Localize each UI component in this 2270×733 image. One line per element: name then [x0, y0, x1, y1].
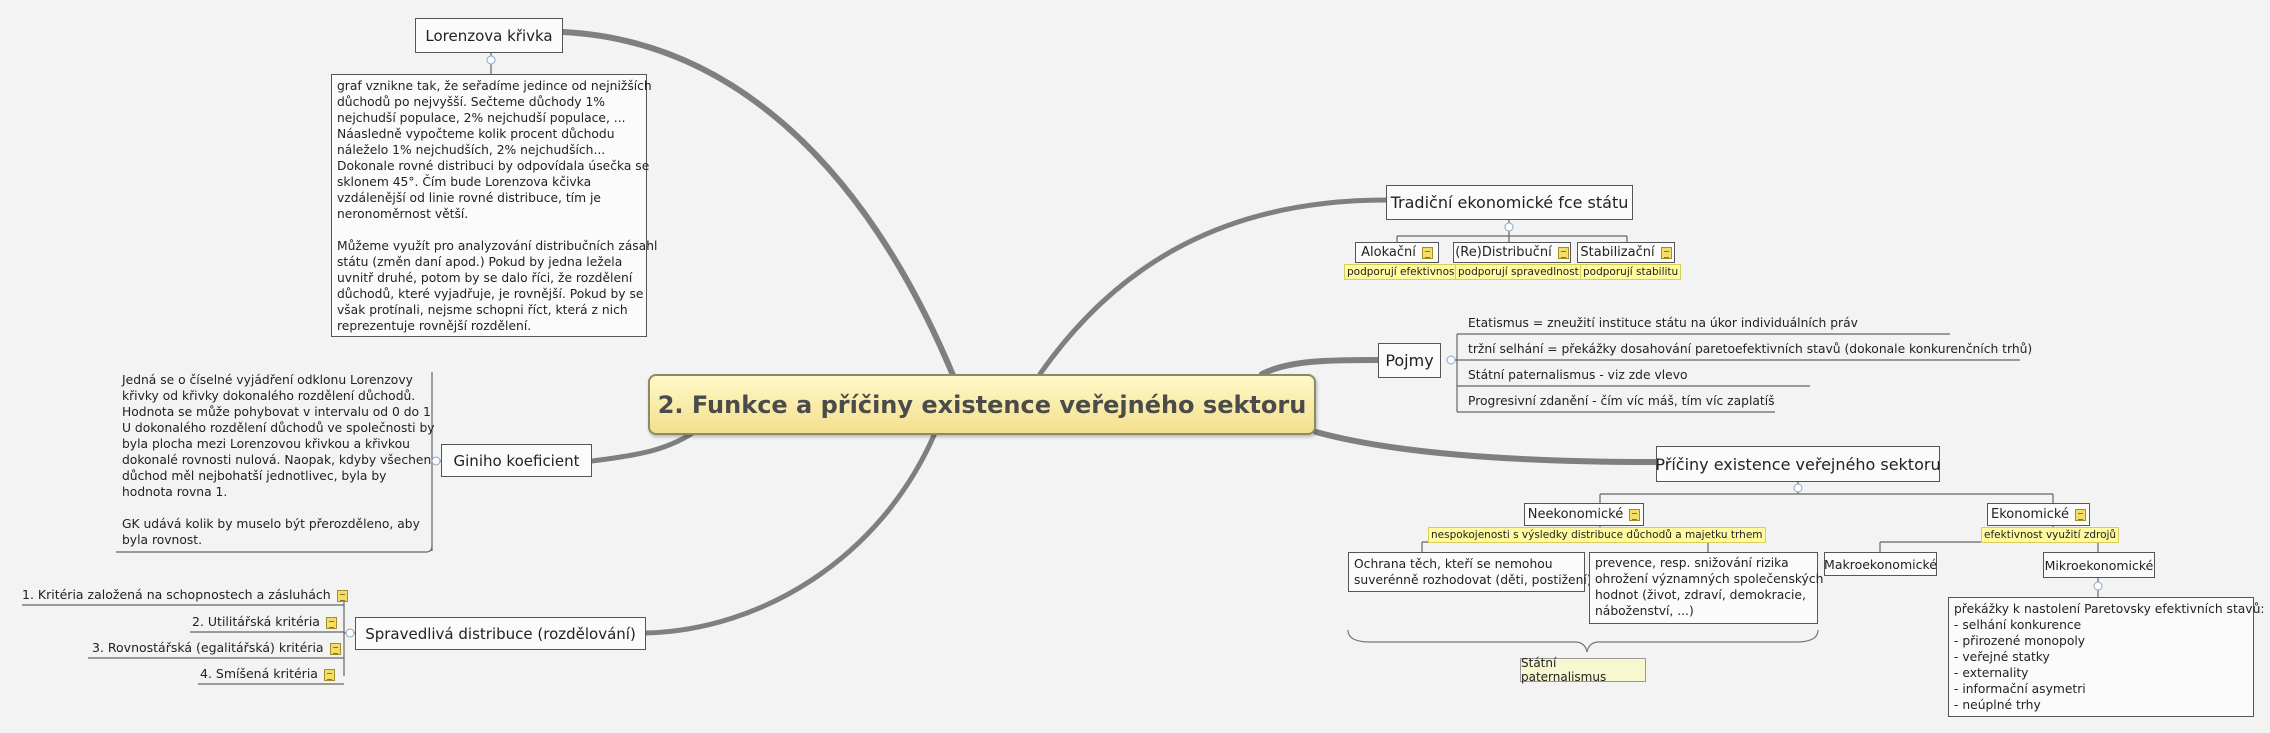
- economic-micro-label: Mikroekonomické: [2044, 557, 2154, 573]
- concept-market-failure[interactable]: tržní selhání = překážky dosahování pare…: [1468, 342, 2033, 356]
- marker-equity: podporují spravedlnost: [1455, 264, 1582, 280]
- cause-economic[interactable]: Ekonomické: [1987, 503, 2090, 526]
- topic-concepts-label: Pojmy: [1385, 351, 1434, 370]
- topic-traditional-label: Tradiční ekonomické fce státu: [1390, 193, 1629, 212]
- function-redistribution[interactable]: (Re)Distribuční: [1453, 242, 1571, 263]
- function-stabilization[interactable]: Stabilizační: [1577, 242, 1675, 263]
- connector-distribution: [643, 430, 938, 636]
- topic-traditional-functions[interactable]: Tradiční ekonomické fce státu: [1386, 185, 1633, 220]
- note-icon[interactable]: [329, 642, 341, 655]
- cause-economic-label: Ekonomické: [1991, 507, 2069, 522]
- function-stabilization-label: Stabilizační: [1580, 245, 1655, 260]
- distribution-item-label: 1. Kritéria založená na schopnostech a z…: [22, 587, 331, 602]
- function-allocation[interactable]: Alokační: [1355, 242, 1439, 263]
- marker-resource-efficiency: efektivnost využití zdrojů: [1981, 527, 2120, 543]
- note-icon[interactable]: [336, 589, 348, 602]
- connector-lorenz: [560, 29, 958, 383]
- marker-stability: podporují stabilitu: [1580, 264, 1682, 280]
- summary-state-paternalism[interactable]: Státní paternalismus: [1520, 656, 1646, 684]
- economic-macro[interactable]: Makroekonomické: [1824, 552, 1937, 576]
- lorenz-note: graf vznikne tak, že seřadíme jedince od…: [331, 74, 657, 337]
- central-topic[interactable]: 2. Funkce a příčiny existence veřejného …: [648, 374, 1316, 435]
- cause-noneconomic[interactable]: Neekonomické: [1524, 503, 1644, 526]
- note-icon[interactable]: [1660, 246, 1672, 259]
- concept-paternalism[interactable]: Státní paternalismus - viz zde vlevo: [1468, 368, 1688, 382]
- economic-micro[interactable]: Mikroekonomické: [2043, 552, 2155, 578]
- topic-gini-label: Giniho koeficient: [453, 451, 580, 470]
- distribution-item-mixed[interactable]: 4. Smíšená kritéria: [200, 666, 335, 681]
- topic-fair-distribution-label: Spravedlivá distribuce (rozdělování): [365, 624, 636, 643]
- topic-causes-label: Příčiny existence veřejného sektoru: [1655, 454, 1941, 474]
- note-icon[interactable]: [323, 668, 335, 681]
- cause-noneconomic-label: Neekonomické: [1527, 507, 1624, 522]
- concept-etatism[interactable]: Etatismus = zneužití instituce státu na …: [1468, 316, 1858, 330]
- distribution-item-label: 2. Utilitářská kritéria: [192, 614, 320, 629]
- note-icon[interactable]: [2074, 508, 2086, 521]
- connector-causes: [1313, 429, 1659, 465]
- topic-lorenz-curve[interactable]: Lorenzova křivka: [415, 18, 563, 53]
- function-allocation-label: Alokační: [1361, 245, 1416, 260]
- note-icon[interactable]: [325, 616, 337, 629]
- topic-causes[interactable]: Příčiny existence veřejného sektoru: [1655, 446, 1941, 482]
- connector-concepts: [1259, 357, 1381, 377]
- concept-progressive-tax[interactable]: Progresivní zdanění - čím víc máš, tím v…: [1468, 394, 1775, 408]
- distribution-item-utilitarian[interactable]: 2. Utilitářská kritéria: [192, 614, 337, 629]
- distribution-item-egalitarian[interactable]: 3. Rovnostářská (egalitářská) kritéria: [92, 640, 341, 655]
- noneconomic-prevention[interactable]: prevence, resp. snižování rizika ohrožen…: [1589, 552, 1823, 624]
- note-icon[interactable]: [1629, 508, 1641, 521]
- noneconomic-protection[interactable]: Ochrana těch, kteří se nemohou suverénně…: [1348, 552, 1592, 592]
- marker-efficiency: podporují efektivnost: [1344, 264, 1462, 280]
- summary-brace: [1347, 629, 1819, 653]
- topic-concepts[interactable]: Pojmy: [1378, 343, 1441, 378]
- gini-note: Jedná se o číselné vyjádření odklonu Lor…: [122, 373, 435, 547]
- topic-gini-coefficient[interactable]: Giniho koeficient: [441, 444, 592, 477]
- function-redistribution-label: (Re)Distribuční: [1455, 245, 1552, 260]
- note-icon[interactable]: [1421, 246, 1433, 259]
- note-icon[interactable]: [1557, 246, 1569, 259]
- economic-macro-label: Makroekonomické: [1824, 556, 1937, 572]
- connector-traditional: [1037, 197, 1389, 377]
- distribution-item-label: 4. Smíšená kritéria: [200, 666, 318, 681]
- marker-distribution-dissatisfaction: nespokojenosti s výsledky distribuce důc…: [1428, 527, 1766, 543]
- topic-fair-distribution[interactable]: Spravedlivá distribuce (rozdělování): [355, 617, 646, 650]
- distribution-item-label: 3. Rovnostářská (egalitářská) kritéria: [92, 640, 324, 655]
- distribution-item-merit[interactable]: 1. Kritéria založená na schopnostech a z…: [22, 587, 348, 602]
- micro-note: překážky k nastolení Paretovsky efektivn…: [1948, 597, 2265, 717]
- gini-note-underline: [116, 545, 433, 553]
- topic-lorenz-curve-label: Lorenzova křivka: [425, 26, 553, 45]
